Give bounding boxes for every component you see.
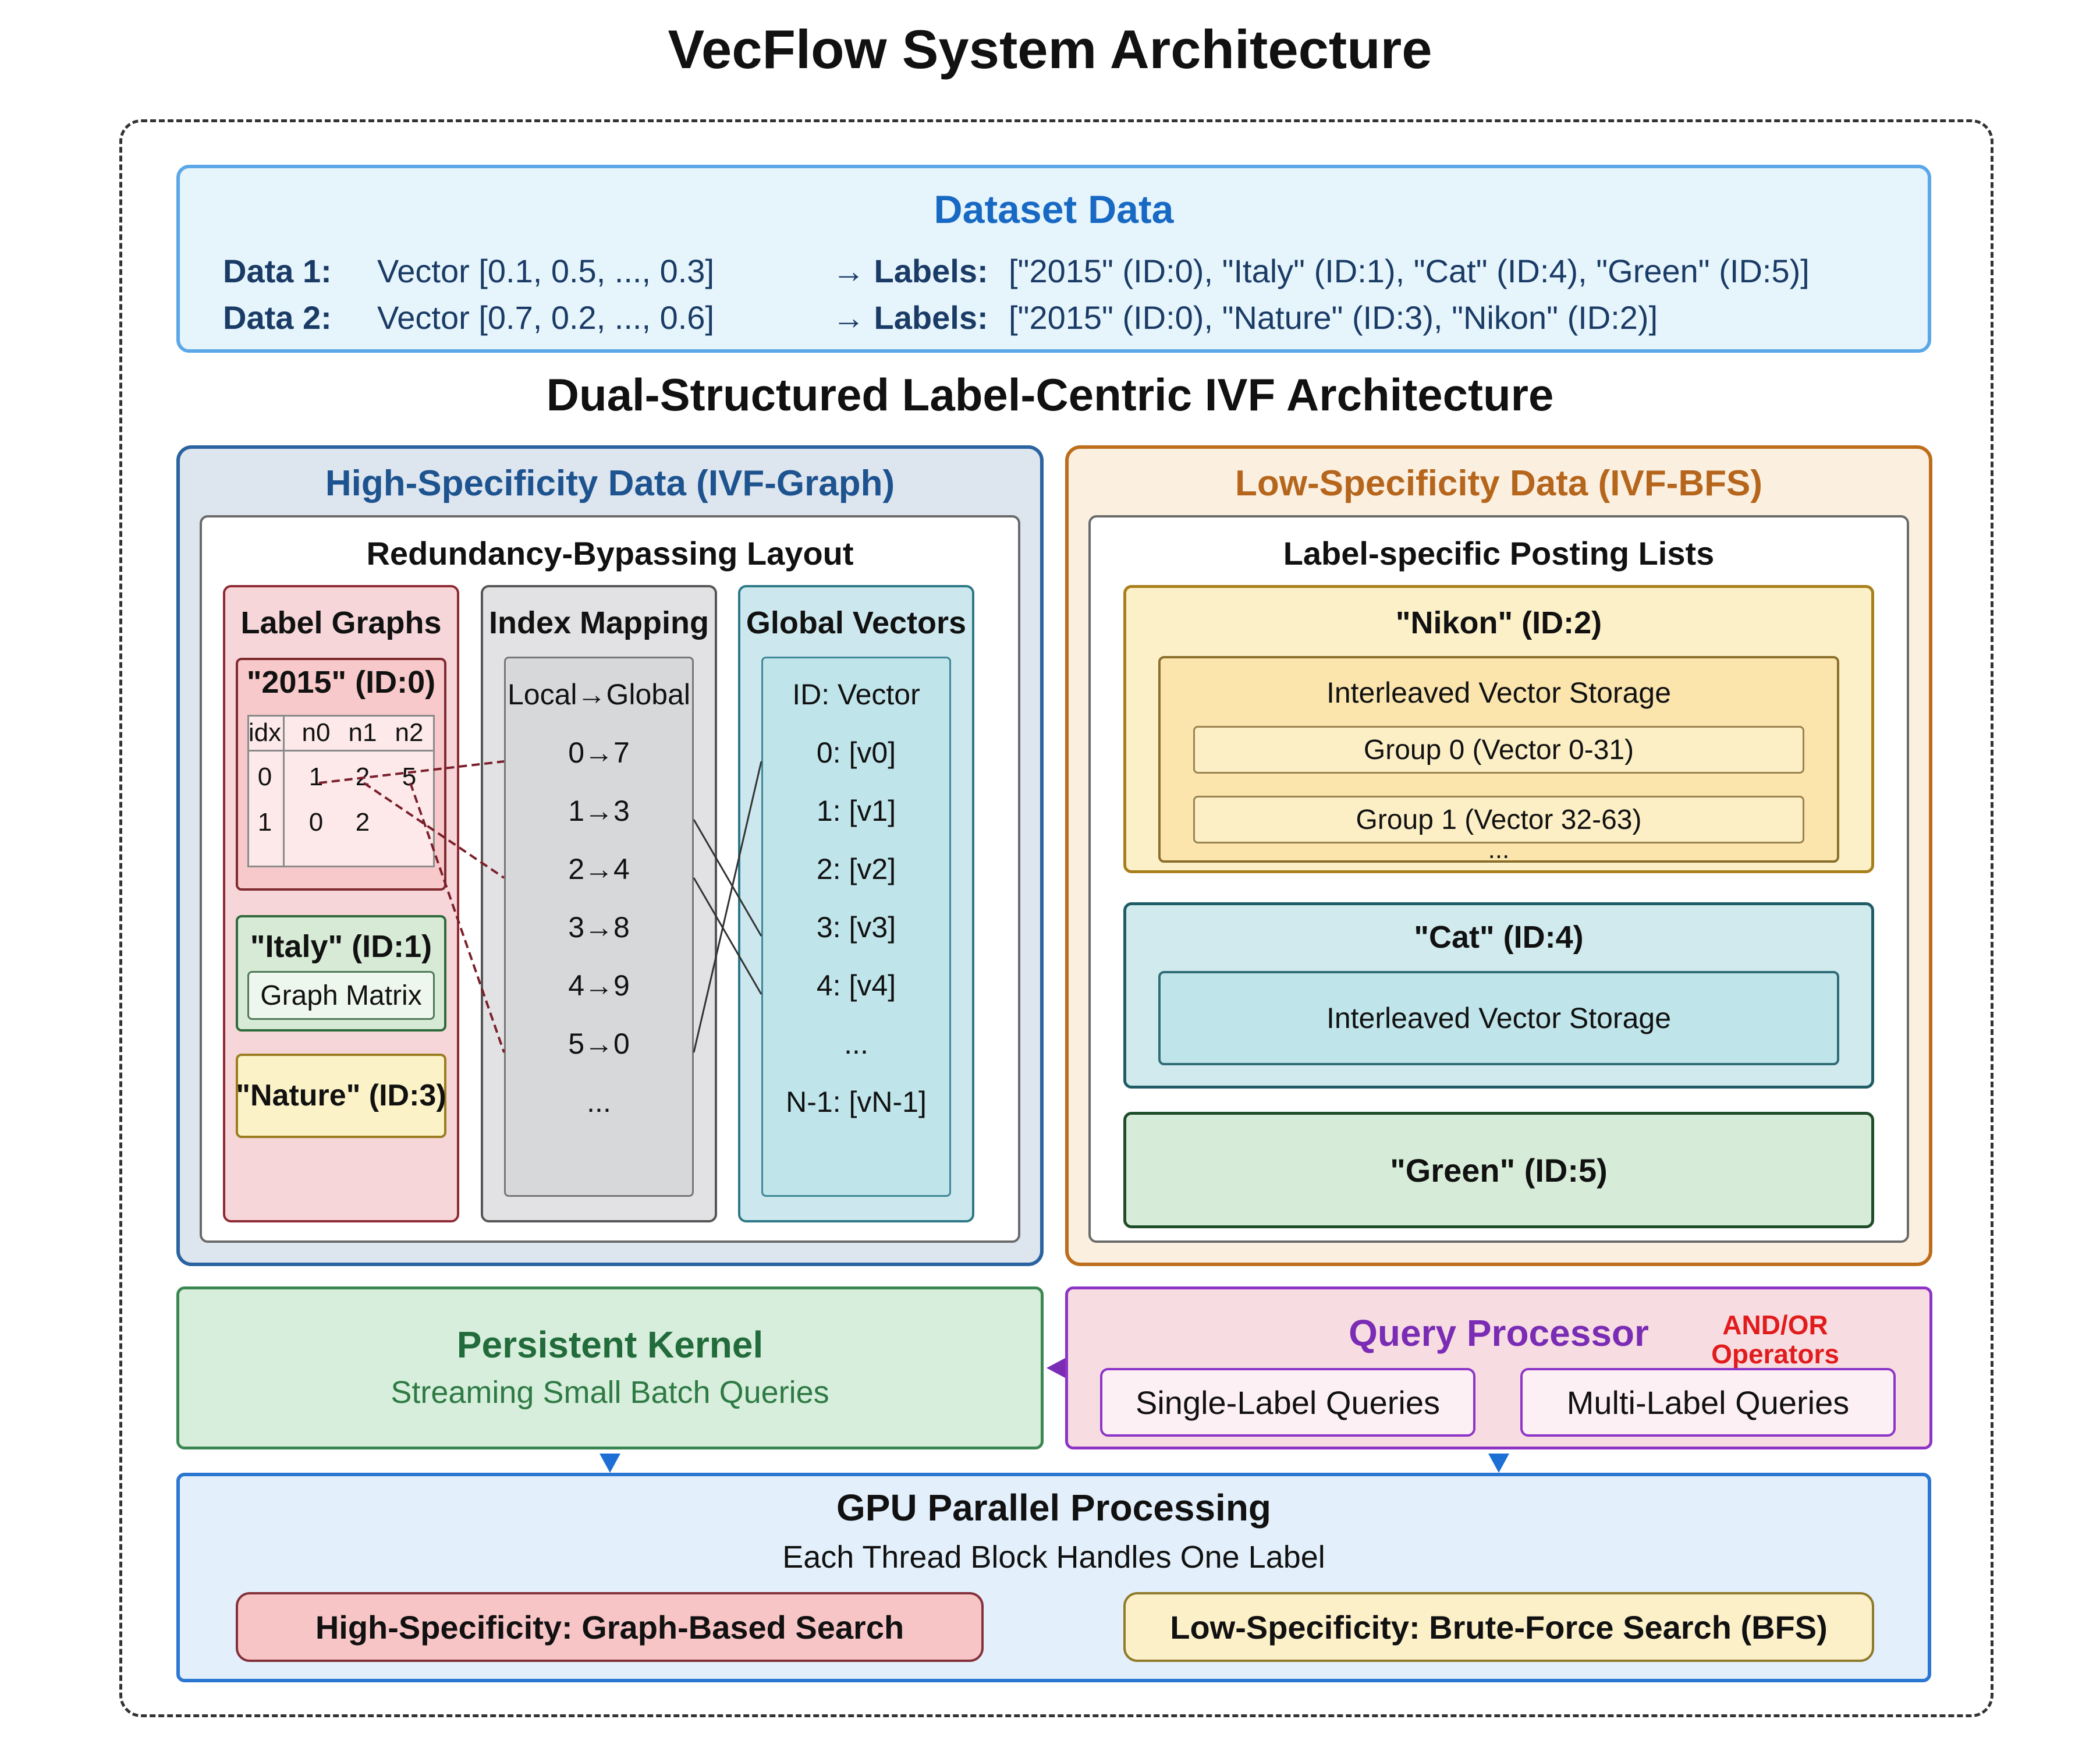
nikon-group-0: Group 0 (Vector 0-31) (1193, 726, 1804, 774)
low-specificity-title: Low-Specificity Data (IVF-BFS) (1235, 463, 1762, 504)
global-vectors-header: ID: Vector (792, 678, 920, 711)
dataset-row-2-arrow: → Labels: (832, 299, 988, 336)
posting-lists-title: Label-specific Posting Lists (1283, 534, 1715, 572)
cat-vector-storage: Interleaved Vector Storage (1158, 971, 1839, 1065)
posting-list-green: "Green" (ID:5) (1123, 1112, 1874, 1228)
matrix-header-divider (247, 750, 435, 752)
dataset-row-2-labels: ["2015" (ID:0), "Nature" (ID:3), "Nikon"… (1009, 299, 1658, 336)
label-graphs-title: Label Graphs (240, 605, 442, 640)
matrix-cell: 2 (355, 808, 370, 836)
matrix-cell: 0 (308, 808, 324, 836)
adjacency-matrix-2015 (247, 715, 435, 867)
query-to-gpu-arrow (1488, 1454, 1509, 1473)
redundancy-layout-title: Redundancy-Bypassing Layout (366, 534, 854, 572)
dataset-panel (176, 165, 1931, 353)
graph-search-button[interactable]: High-Specificity: Graph-Based Search (236, 1592, 984, 1662)
global-vector-item: 4: [v4] (816, 969, 896, 1002)
operators-label-line1: AND/OR (1722, 1310, 1828, 1340)
global-vector-item: N-1: [vN-1] (786, 1086, 927, 1118)
matrix-cell: 1 (308, 763, 324, 791)
single-label-queries-button[interactable]: Single-Label Queries (1100, 1368, 1475, 1437)
dataset-row-2-name: Data 2: (223, 299, 332, 336)
index-mapping-item: 3→8 (568, 911, 630, 944)
high-specificity-title: High-Specificity Data (IVF-Graph) (325, 463, 895, 504)
dataset-row-1-vector: Vector [0.1, 0.5, ..., 0.3] (377, 252, 715, 289)
gpu-title: GPU Parallel Processing (836, 1487, 1271, 1529)
matrix-header-n0: n0 (301, 718, 331, 747)
global-vector-item: 2: [v2] (816, 853, 896, 885)
dataset-title: Dataset Data (934, 187, 1174, 232)
global-vectors-title: Global Vectors (746, 605, 967, 640)
graph-matrix-box: Graph Matrix (247, 971, 435, 1020)
multi-label-queries-button[interactable]: Multi-Label Queries (1520, 1368, 1896, 1437)
global-vector-item: 0: [v0] (816, 736, 896, 769)
kernel-to-gpu-arrow (600, 1454, 620, 1473)
graph-nature (236, 1054, 446, 1138)
matrix-cell: 0 (257, 763, 272, 791)
index-mapping-item: 4→9 (568, 969, 630, 1002)
persistent-kernel-panel (176, 1286, 1044, 1449)
graph-to-index-link (409, 782, 505, 1053)
index-mapping-table (504, 657, 694, 1197)
index-mapping-item: 5→0 (568, 1027, 630, 1060)
nikon-storage-label: Interleaved Vector Storage (1326, 676, 1672, 709)
graph-2015-title: "2015" (ID:0) (246, 665, 436, 700)
index-to-vector-link (693, 761, 762, 1053)
dataset-row-1-arrow: → Labels: (832, 252, 988, 289)
bfs-search-button[interactable]: Low-Specificity: Brute-Force Search (BFS… (1123, 1592, 1874, 1662)
index-to-vector-link (693, 877, 762, 995)
gpu-subtitle: Each Thread Block Handles One Label (782, 1540, 1325, 1575)
index-to-vector-link (693, 819, 762, 937)
index-mapping-item: 0→7 (568, 736, 630, 769)
architecture-subtitle: Dual-Structured Label-Centric IVF Archit… (546, 368, 1554, 420)
matrix-header-idx: idx (248, 718, 282, 747)
cat-title: "Cat" (ID:4) (1414, 920, 1584, 955)
index-mapping-header: Local→Global (507, 678, 691, 711)
graph-to-index-link (318, 760, 505, 784)
global-vector-item: ... (844, 1027, 868, 1060)
index-mapping-title: Index Mapping (489, 605, 709, 640)
matrix-cell: 5 (402, 763, 417, 791)
dataset-row-1-name: Data 1: (223, 252, 332, 289)
matrix-cell: 1 (257, 808, 272, 836)
graph-to-index-link (363, 782, 505, 879)
operators-label-line2: Operators (1711, 1339, 1839, 1369)
graph-nature-title: "Nature" (ID:3) (236, 1079, 446, 1112)
global-vector-item: 1: [v1] (816, 795, 896, 827)
index-mapping-item: 1→3 (568, 795, 630, 827)
matrix-header-n2: n2 (395, 718, 424, 747)
system-boundary (119, 119, 1993, 1717)
dataset-row-1-labels: ["2015" (ID:0), "Italy" (ID:1), "Cat" (I… (1009, 252, 1810, 289)
global-vector-item: 3: [v3] (816, 911, 896, 944)
index-mapping-item: 2→4 (568, 853, 630, 885)
persistent-kernel-subtitle: Streaming Small Batch Queries (391, 1375, 829, 1410)
dataset-row-2-vector: Vector [0.7, 0.2, ..., 0.6] (377, 299, 715, 336)
query-to-kernel-arrow (1047, 1358, 1065, 1378)
nikon-group-ellipsis: ... (1488, 835, 1510, 864)
graph-italy-title: "Italy" (ID:1) (250, 929, 432, 964)
nikon-group-1: Group 1 (Vector 32-63) (1193, 796, 1804, 843)
diagram-title: VecFlow System Architecture (668, 19, 1432, 80)
matrix-header-n1: n1 (348, 718, 377, 747)
matrix-idx-divider (283, 715, 285, 867)
nikon-title: "Nikon" (ID:2) (1395, 605, 1602, 640)
query-processor-title: Query Processor (1349, 1312, 1649, 1354)
persistent-kernel-title: Persistent Kernel (456, 1324, 764, 1366)
index-mapping-item: ... (587, 1086, 611, 1118)
global-vectors-table (761, 657, 951, 1197)
